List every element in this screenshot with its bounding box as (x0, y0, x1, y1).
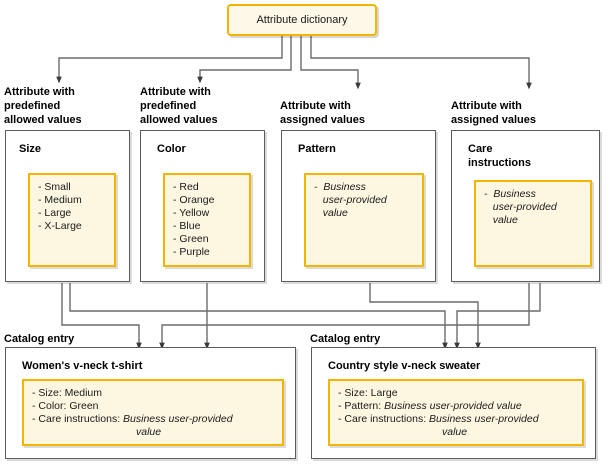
catalog-attribute-row: - Size: Large (338, 387, 574, 400)
title-line: instructions (468, 157, 531, 169)
title-line: Care (468, 143, 493, 155)
attribute-label: - Size: Medium (32, 387, 103, 399)
attribute-label: - Pattern: (338, 400, 385, 412)
edge-root-to-color (197, 36, 292, 84)
title-line: Country style v-neck sweater (328, 360, 481, 372)
edge-root-to-size (56, 36, 283, 84)
attribute-title-color: Color (157, 142, 186, 156)
value-item: - Purple (173, 246, 210, 258)
value-item: - Large (38, 207, 72, 219)
attribute-box-pattern[interactable]: Pattern - Business user-provided value (281, 130, 436, 282)
attribute-label: - Care instructions: (32, 413, 124, 425)
caption-line: Attribute with (4, 86, 75, 98)
value-item: - Blue (173, 220, 201, 232)
attribute-box-size[interactable]: Size - Small - Medium - Large - X-Large (5, 130, 130, 282)
attribute-title-size: Size (19, 142, 41, 156)
caption-line: assigned values (451, 114, 536, 126)
group-caption-care-instructions: Attribute with assigned values (451, 99, 608, 127)
catalog-entry-womens-v-neck-t-shirt[interactable]: Women's v-neck t-shirt - Size: Medium - … (5, 347, 296, 459)
value-item: - Business (484, 188, 536, 200)
edge-root-to-care (310, 36, 532, 90)
catalog-attribute-row: - Color: Green (32, 400, 274, 413)
catalog-attribute-list-2: - Size: Large - Pattern: Business user-p… (328, 379, 584, 446)
catalog-attribute-row: - Size: Medium (32, 387, 274, 400)
value-item: - X-Large (38, 220, 82, 232)
title-line: Color (157, 143, 186, 155)
catalog-attribute-row: - Pattern: Business user-provided value (338, 400, 574, 413)
attribute-label: - Color: Green (32, 400, 99, 412)
catalog-attribute-row: - Care instructions: Business user-provi… (32, 413, 274, 439)
value-item: - Yellow (173, 207, 210, 219)
catalog-caption-1: Catalog entry (4, 332, 164, 346)
title-line: Women's v-neck t-shirt (22, 360, 143, 372)
attribute-title-pattern: Pattern (298, 142, 336, 156)
edge-root-to-pattern (300, 36, 361, 90)
value-item: - Medium (38, 194, 82, 206)
catalog-attribute-row: - Care instructions: Business user-provi… (338, 413, 574, 439)
attribute-value-continuation: value (442, 426, 468, 438)
value-list-color: - Red - Orange - Yellow - Blue - Green -… (163, 173, 251, 267)
caption-line: Attribute with (451, 100, 522, 112)
value-item: value (314, 207, 348, 219)
value-list-care-instructions: - Business user-provided value (474, 180, 592, 267)
attribute-value: Business user-provided (429, 413, 539, 425)
attribute-label: - Care instructions: (338, 413, 430, 425)
attribute-label: - Size: Large (338, 387, 398, 399)
attribute-box-color[interactable]: Color - Red - Orange - Yellow - Blue - G… (140, 130, 265, 282)
group-caption-color: Attribute with predefined allowed values (140, 85, 270, 127)
catalog-attribute-list-1: - Size: Medium - Color: Green - Care ins… (22, 379, 284, 446)
attribute-dictionary-label: Attribute dictionary (256, 14, 348, 26)
attribute-value: Business user-provided value (384, 400, 522, 412)
caption-line: allowed values (4, 114, 82, 126)
catalog-caption-2: Catalog entry (310, 332, 470, 346)
group-caption-size: Attribute with predefined allowed values (4, 85, 134, 127)
value-item: - Orange (173, 194, 215, 206)
caption-line: predefined (140, 100, 197, 112)
value-list-size: - Small - Medium - Large - X-Large (28, 173, 116, 267)
attribute-value-continuation: value (136, 426, 162, 438)
attribute-box-care-instructions[interactable]: Care instructions - Business user-provid… (451, 130, 600, 282)
caption-line: Attribute with (140, 86, 211, 98)
catalog-entry-title-2: Country style v-neck sweater (328, 359, 480, 373)
attribute-value: Business user-provided (123, 413, 233, 425)
catalog-entry-country-style-v-neck-sweater[interactable]: Country style v-neck sweater - Size: Lar… (311, 347, 596, 459)
value-item: - Business (314, 181, 366, 193)
caption-line: predefined (4, 100, 61, 112)
catalog-entry-title-1: Women's v-neck t-shirt (22, 359, 142, 373)
value-item: - Green (173, 233, 209, 245)
caption-line: allowed values (140, 114, 218, 126)
title-line: Size (19, 143, 42, 155)
value-item: - Small (38, 181, 71, 193)
caption-line: Attribute with (280, 100, 351, 112)
value-item: value (484, 214, 518, 226)
title-line: Pattern (298, 143, 336, 155)
value-list-pattern: - Business user-provided value (304, 173, 424, 267)
value-item: - Red (173, 181, 199, 193)
value-item: user-provided (314, 194, 387, 206)
caption-line: Catalog entry (4, 333, 75, 345)
value-item: user-provided (484, 201, 557, 213)
group-caption-pattern: Attribute with assigned values (280, 99, 440, 127)
caption-line: Catalog entry (310, 333, 381, 345)
caption-line: assigned values (280, 114, 365, 126)
attribute-title-care-instructions: Care instructions (468, 142, 531, 170)
attribute-dictionary-node[interactable]: Attribute dictionary (227, 4, 377, 36)
